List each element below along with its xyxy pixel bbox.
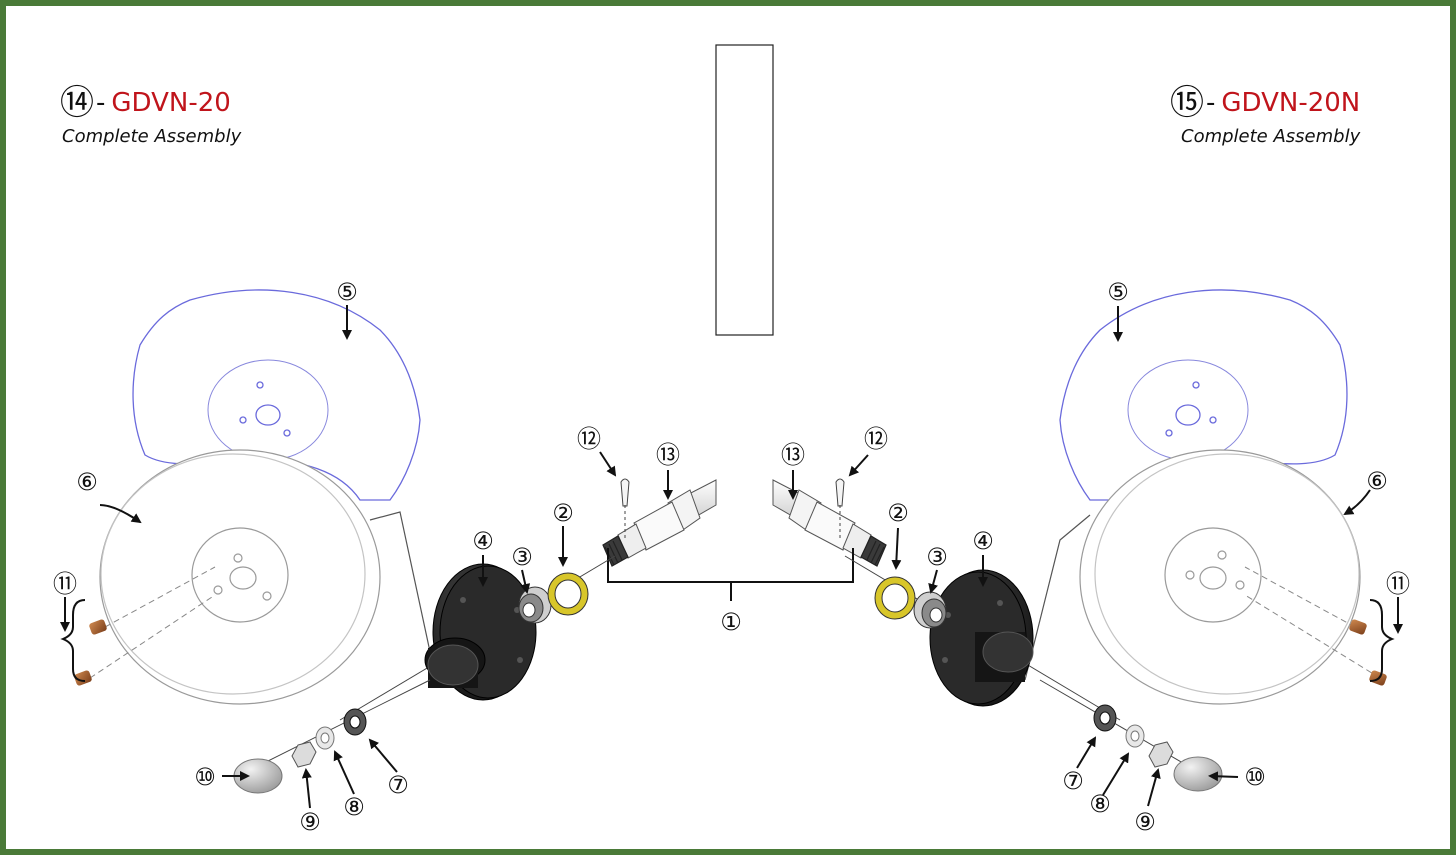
coulter-disc-right — [1024, 449, 1361, 705]
callout-4-left: ④ — [472, 527, 494, 555]
right-assembly-subtitle: Complete Assembly — [1181, 126, 1361, 147]
left-assembly-separator: - — [96, 88, 106, 118]
callout-11-left: ⑪ — [53, 570, 77, 598]
right-assembly-separator: - — [1206, 88, 1216, 118]
callout-8-right: ⑧ — [1089, 790, 1111, 818]
callout-2-left: ② — [552, 499, 574, 527]
callout-6-left: ⑥ — [76, 468, 98, 496]
leader-arrows — [60, 305, 1403, 809]
right-assembly-number: ⑮ — [1170, 83, 1204, 123]
cotter-pin-left — [620, 478, 630, 540]
callout-1: ① — [720, 608, 742, 636]
bearing-right — [913, 591, 947, 629]
callout-13-left: ⑬ — [656, 441, 680, 469]
right-assembly-code: GDVN-20N — [1221, 88, 1361, 118]
left-assembly-code: GDVN-20 — [111, 88, 231, 118]
hub-left — [339, 555, 616, 721]
callout-8-left: ⑧ — [343, 793, 365, 821]
coulter-disc-left — [99, 449, 436, 705]
callout-3-left: ③ — [511, 543, 533, 571]
left-assembly-subtitle: Complete Assembly — [62, 126, 242, 147]
callout-9-left: ⑨ — [299, 808, 321, 836]
callout-7-left: ⑦ — [387, 771, 409, 799]
bracket-1 — [607, 548, 854, 601]
small-parts-right — [1039, 679, 1223, 792]
callout-11-right: ⑪ — [1386, 570, 1410, 598]
hub-right — [844, 555, 1121, 721]
callout-6-right: ⑥ — [1366, 467, 1388, 495]
callout-9-right: ⑨ — [1134, 808, 1156, 836]
callout-12-right: ⑫ — [864, 425, 888, 453]
callout-10-right: ⑩ — [1244, 763, 1266, 791]
seal-left — [547, 572, 589, 616]
seal-right — [874, 576, 916, 620]
callout-12-left: ⑫ — [577, 425, 601, 453]
callout-5-right: ⑤ — [1107, 278, 1129, 306]
bearing-left — [518, 586, 552, 624]
right-assembly-title: ⑮-GDVN-20N — [1170, 86, 1360, 120]
bolts-right — [1244, 566, 1395, 686]
callout-7-right: ⑦ — [1062, 767, 1084, 795]
spindle-left — [602, 479, 717, 567]
callout-5-left: ⑤ — [336, 278, 358, 306]
callout-4-right: ④ — [972, 527, 994, 555]
cotter-pin-right — [835, 478, 845, 540]
bolts-left — [60, 566, 216, 686]
callout-3-right: ③ — [926, 543, 948, 571]
callout-13-right: ⑬ — [781, 441, 805, 469]
left-assembly-title: ⑭-GDVN-20 — [60, 86, 231, 120]
callout-2-right: ② — [887, 499, 909, 527]
callout-10-left: ⑩ — [194, 763, 216, 791]
small-parts-left — [233, 679, 431, 794]
spindle-right — [772, 479, 887, 567]
left-assembly-number: ⑭ — [60, 83, 94, 123]
shank-post — [715, 44, 774, 336]
